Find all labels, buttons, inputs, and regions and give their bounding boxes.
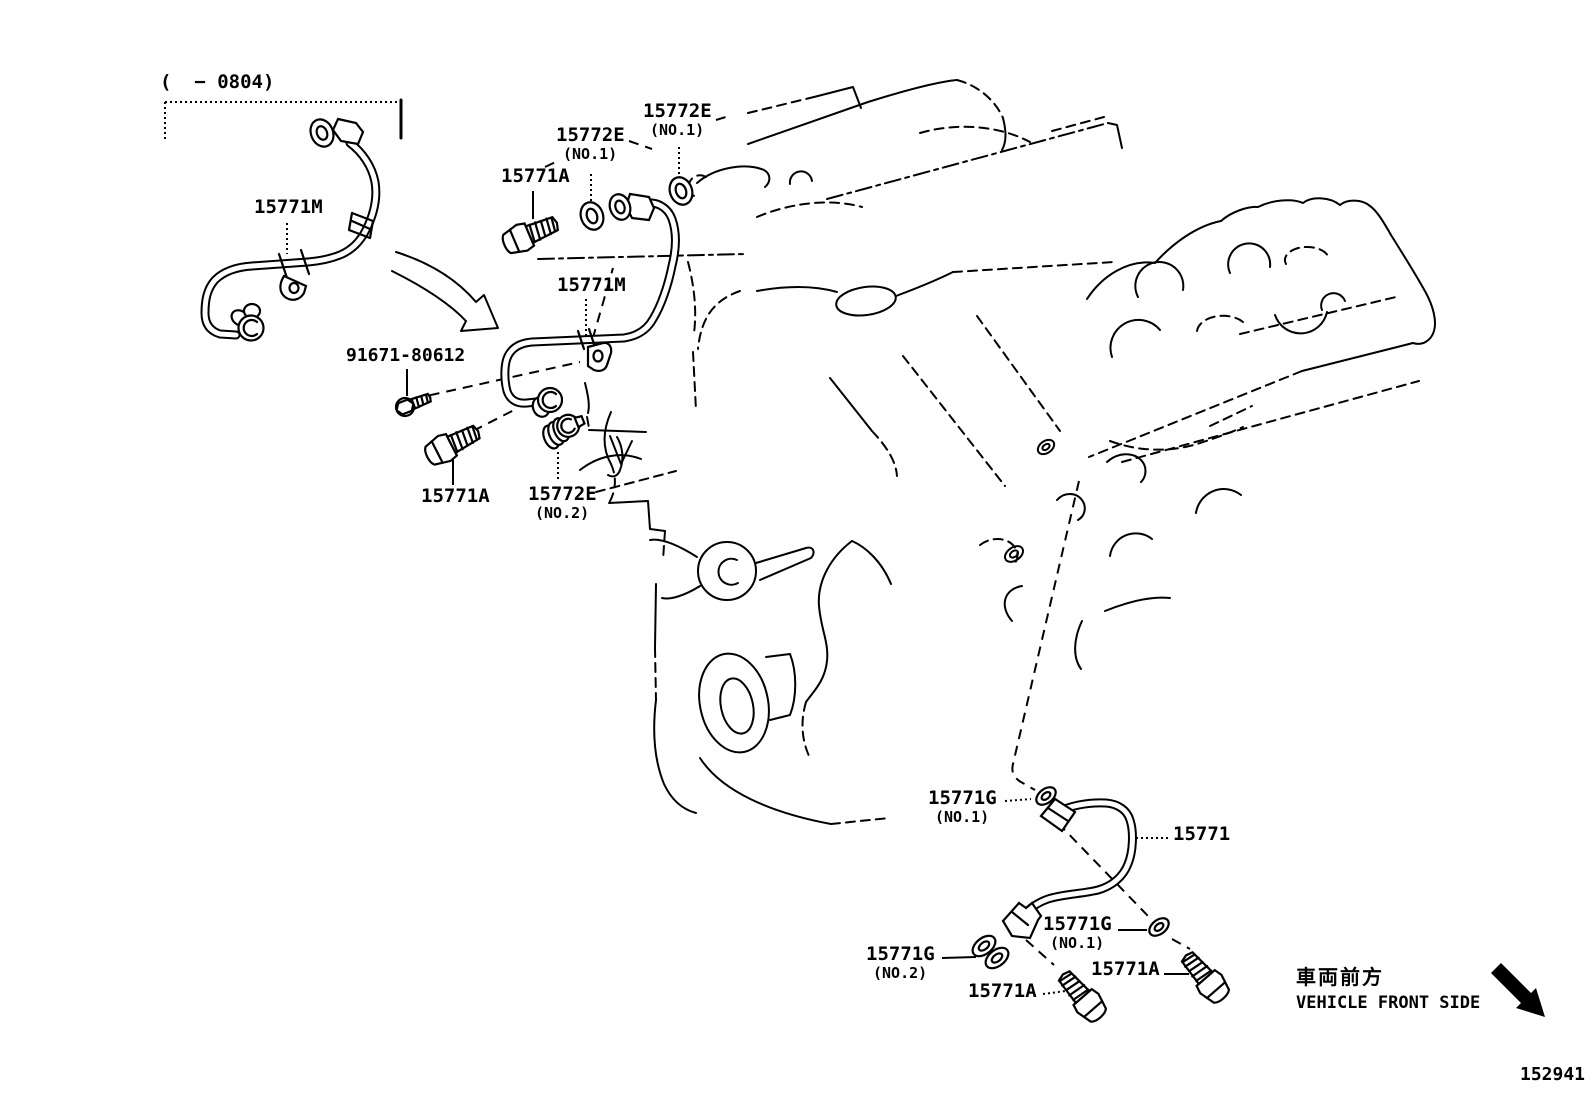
clamp-15771g-no2: [971, 934, 1010, 970]
oil-cooler-pipe-15771: [1001, 782, 1137, 940]
label-15772e-no1-left: 15772E(NO.1): [556, 124, 625, 163]
pipe-union-nut: [347, 211, 375, 240]
label-15771: 15771: [1173, 823, 1231, 845]
union-15772e-no2: [542, 413, 586, 450]
oil-port-boss: [1003, 545, 1025, 563]
variant-bracket: [164, 98, 403, 140]
pointer-arrow: [391, 251, 499, 332]
installation-dash-lines: [412, 267, 1191, 966]
gasket-15771g-no1: [1144, 913, 1174, 941]
label-15772e-no1-right: 15772E(NO.1): [643, 100, 712, 139]
pipe-clamp-bracket: [576, 327, 597, 351]
label-91671-80612: 91671-80612: [346, 345, 466, 366]
label-15771g-no1-mid: 15771G(NO.1): [1043, 913, 1112, 952]
label-15771a-bottom-left: 15771A: [968, 980, 1037, 1002]
label-15771a-mid: 15771A: [421, 485, 490, 507]
label-15771g-no1-top: 15771G(NO.1): [928, 787, 997, 826]
banjo-hex: [331, 117, 365, 146]
oil-cooler-pipe-15771m-early: [200, 117, 381, 342]
label-15771a-top: 15771A: [501, 165, 570, 187]
bolt-91671-80612: [394, 392, 432, 418]
oil-port-boss: [1036, 438, 1056, 456]
label-15771g-no2: 15771G(NO.2): [866, 943, 935, 982]
label-15771a-bottom-right: 15771A: [1091, 958, 1160, 980]
label-15771m-center: 15771M: [557, 274, 626, 296]
oil-cooler-pipe-15771m: [500, 192, 680, 418]
vehicle-front-arrow: [1491, 963, 1545, 1017]
label-figure-number: 152941: [1520, 1064, 1586, 1085]
label-vehicle-front-en: VEHICLE FRONT SIDE: [1296, 993, 1481, 1013]
pipe-clamp: [277, 248, 311, 280]
label-vehicle-front-jp: 車両前方: [1296, 965, 1384, 989]
engine-outline: [537, 79, 1436, 825]
label-variant-range: ( − 0804): [160, 71, 275, 93]
leader-lines: [286, 115, 1189, 995]
gasket-15772e-no1: [575, 197, 609, 235]
bolt-15771a: [1174, 945, 1236, 1009]
bolt-15771a: [497, 208, 564, 260]
label-15771m-left: 15771M: [254, 196, 323, 218]
label-15772e-no2: 15772E(NO.2): [528, 483, 597, 522]
